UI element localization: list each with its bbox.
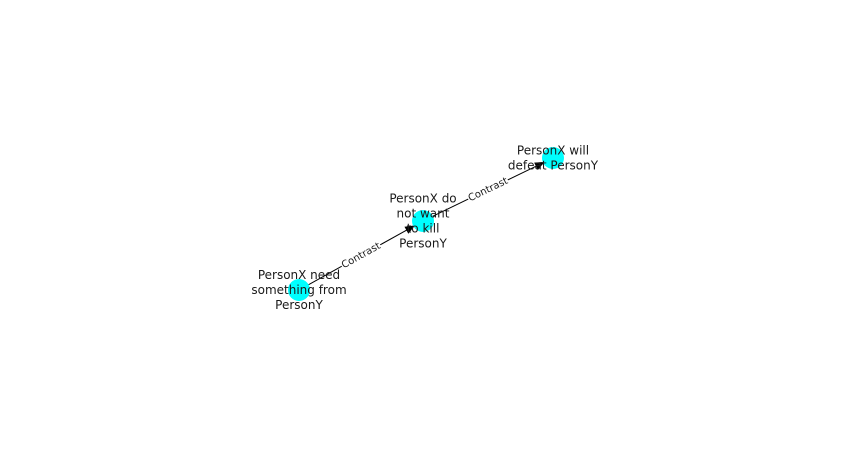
node-label-line: PersonX need <box>258 268 340 282</box>
node-label-line: PersonY <box>275 298 323 312</box>
node-label-line: not want <box>397 207 450 221</box>
node-n3 <box>542 147 564 169</box>
edge-label-background <box>465 173 511 206</box>
node-label-line: to kill <box>407 222 440 236</box>
node-label-line: PersonY <box>399 237 447 251</box>
edge-label-group: Contrast <box>465 173 511 206</box>
edge-label-group: Contrast <box>338 238 384 273</box>
node-label-line: PersonX do <box>389 192 456 206</box>
edge-label-background <box>338 238 384 273</box>
node-n2 <box>412 210 434 232</box>
node-label-line: PersonX will <box>517 144 589 158</box>
nodes-layer <box>288 147 564 301</box>
node-label-line: something from <box>251 283 346 297</box>
node-label-line: defeat PersonY <box>508 159 599 173</box>
arrow-head-icon <box>534 161 545 170</box>
arrow-head-icon <box>404 225 416 234</box>
node-n1 <box>288 279 310 301</box>
